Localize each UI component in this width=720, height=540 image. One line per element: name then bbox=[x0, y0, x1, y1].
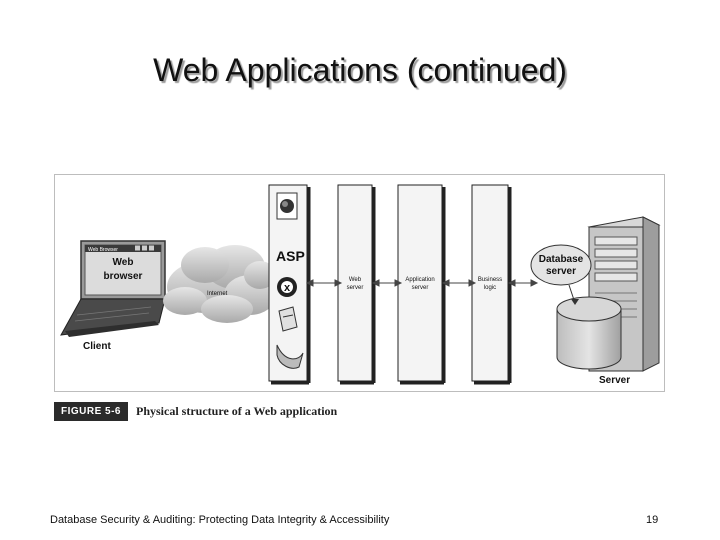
web-server-column bbox=[337, 184, 376, 385]
database-cylinder-icon bbox=[556, 296, 622, 370]
internet-label: Internet bbox=[207, 291, 228, 297]
database-server-label-line2: server bbox=[546, 266, 576, 277]
figure-diagram: Web Browser Web browser Client Internet bbox=[54, 174, 665, 392]
page-number: 19 bbox=[646, 514, 659, 526]
web-server-label-line1: Web bbox=[349, 277, 362, 283]
asp-icon: ASP bbox=[276, 248, 305, 264]
browser-label-line2: browser bbox=[104, 271, 143, 282]
x-badge-icon: x bbox=[277, 277, 297, 297]
html-page-icon bbox=[276, 192, 298, 220]
figure-number-badge: FIGURE 5-6 bbox=[54, 402, 128, 421]
internet-cloud bbox=[163, 245, 276, 323]
database-server-callout bbox=[530, 244, 592, 305]
arrows bbox=[305, 279, 539, 287]
script-page-icon bbox=[278, 306, 298, 332]
icon-column: ASP x bbox=[268, 184, 311, 385]
slide-title: Web Applications (continued) bbox=[153, 52, 567, 88]
slide-footer: Database Security & Auditing: Protecting… bbox=[50, 514, 390, 526]
svg-text:x: x bbox=[284, 282, 291, 294]
business-logic-label-line2: logic bbox=[484, 285, 496, 291]
application-server-label-line1: Application bbox=[405, 277, 434, 283]
web-app-structure-diagram: Web Browser Web browser Client Internet bbox=[60, 184, 661, 386]
client-laptop: Web Browser Web browser bbox=[60, 240, 166, 337]
business-logic-label-line1: Business bbox=[478, 277, 502, 283]
browser-label-line1: Web bbox=[113, 257, 134, 268]
web-server-label-line2: server bbox=[347, 285, 364, 291]
database-server-label-line1: Database bbox=[539, 254, 584, 265]
business-logic-column bbox=[471, 184, 512, 385]
application-server-label-line2: server bbox=[412, 285, 429, 291]
server-label: Server bbox=[599, 375, 630, 386]
figure-caption: Physical structure of a Web application bbox=[136, 404, 338, 418]
browser-titlebar-text: Web Browser bbox=[88, 247, 118, 253]
application-server-column bbox=[397, 184, 446, 385]
component-icon bbox=[276, 344, 304, 369]
client-label: Client bbox=[83, 341, 111, 352]
